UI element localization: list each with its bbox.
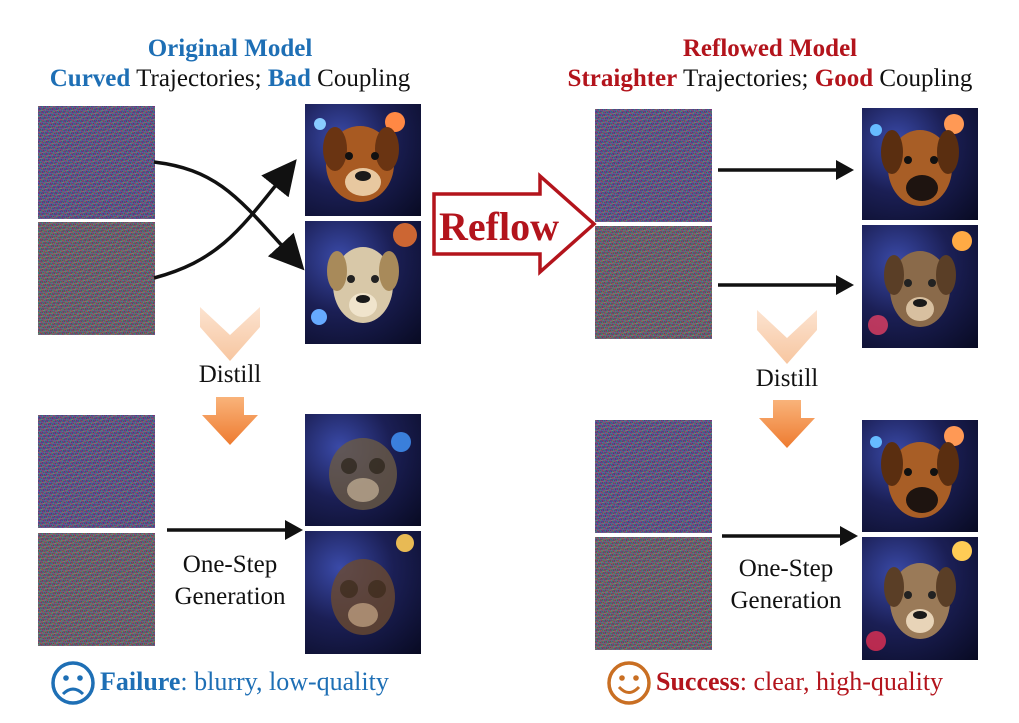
right-sub-word1: Straighter (567, 65, 678, 92)
right-gen-line2: Generation (730, 587, 842, 614)
smiley-face-icon (607, 661, 651, 705)
reflow-arrow (432, 172, 597, 276)
noise-image (38, 415, 155, 528)
distill-arrow-down (202, 397, 258, 445)
right-gen-line1: One-Step (738, 555, 834, 582)
right-sub-text2: Coupling (873, 65, 973, 92)
dog-image (305, 104, 421, 216)
straight-trajectory-arrow (718, 160, 854, 180)
dog-image (305, 531, 421, 654)
left-distill-label: Distill (198, 361, 262, 388)
left-sub-text2: Coupling (310, 65, 411, 92)
left-sub-text1: Trajectories; (130, 65, 268, 92)
right-distill-label: Distill (755, 365, 819, 392)
right-sub-word2: Good (814, 65, 874, 92)
dog-image (862, 537, 978, 660)
noise-image (595, 109, 712, 222)
left-gen-line2: Generation (174, 583, 286, 610)
curved-trajectory-arrows (153, 159, 305, 280)
noise-image (38, 222, 155, 335)
left-result: Failure: blurry, low-quality (100, 667, 389, 697)
right-title: Reflowed Model (682, 35, 858, 62)
left-title: Original Model (147, 35, 313, 62)
distill-arrow-down (759, 400, 815, 448)
right-result: Success: clear, high-quality (656, 667, 943, 697)
failure-text: : blurry, low-quality (180, 667, 389, 696)
dog-image (305, 221, 421, 344)
success-text: : clear, high-quality (739, 667, 944, 696)
noise-image (595, 226, 712, 339)
one-step-arrow (722, 526, 858, 546)
left-sub-word1: Curved (49, 65, 131, 92)
left-gen-line1: One-Step (182, 551, 278, 578)
distill-chevron-top (200, 307, 260, 361)
distill-chevron-top (757, 310, 817, 364)
noise-image (38, 533, 155, 646)
right-sub-text1: Trajectories; (677, 65, 815, 92)
left-sub-word2: Bad (267, 65, 311, 92)
failure-label: Failure (100, 667, 181, 696)
straight-trajectory-arrow (718, 275, 854, 295)
sad-face-icon (51, 661, 95, 705)
left-subtitle: Curved Trajectories; Bad Coupling (20, 64, 440, 94)
noise-image (38, 106, 155, 219)
right-subtitle: Straighter Trajectories; Good Coupling (530, 64, 1010, 94)
dog-image (862, 108, 978, 220)
reflow-label: Reflow (439, 204, 559, 249)
dog-image (862, 420, 978, 532)
dog-image (305, 414, 421, 526)
one-step-arrow (167, 520, 303, 540)
success-label: Success (656, 667, 740, 696)
dog-image (862, 225, 978, 348)
noise-image (595, 537, 712, 650)
noise-image (595, 420, 712, 533)
